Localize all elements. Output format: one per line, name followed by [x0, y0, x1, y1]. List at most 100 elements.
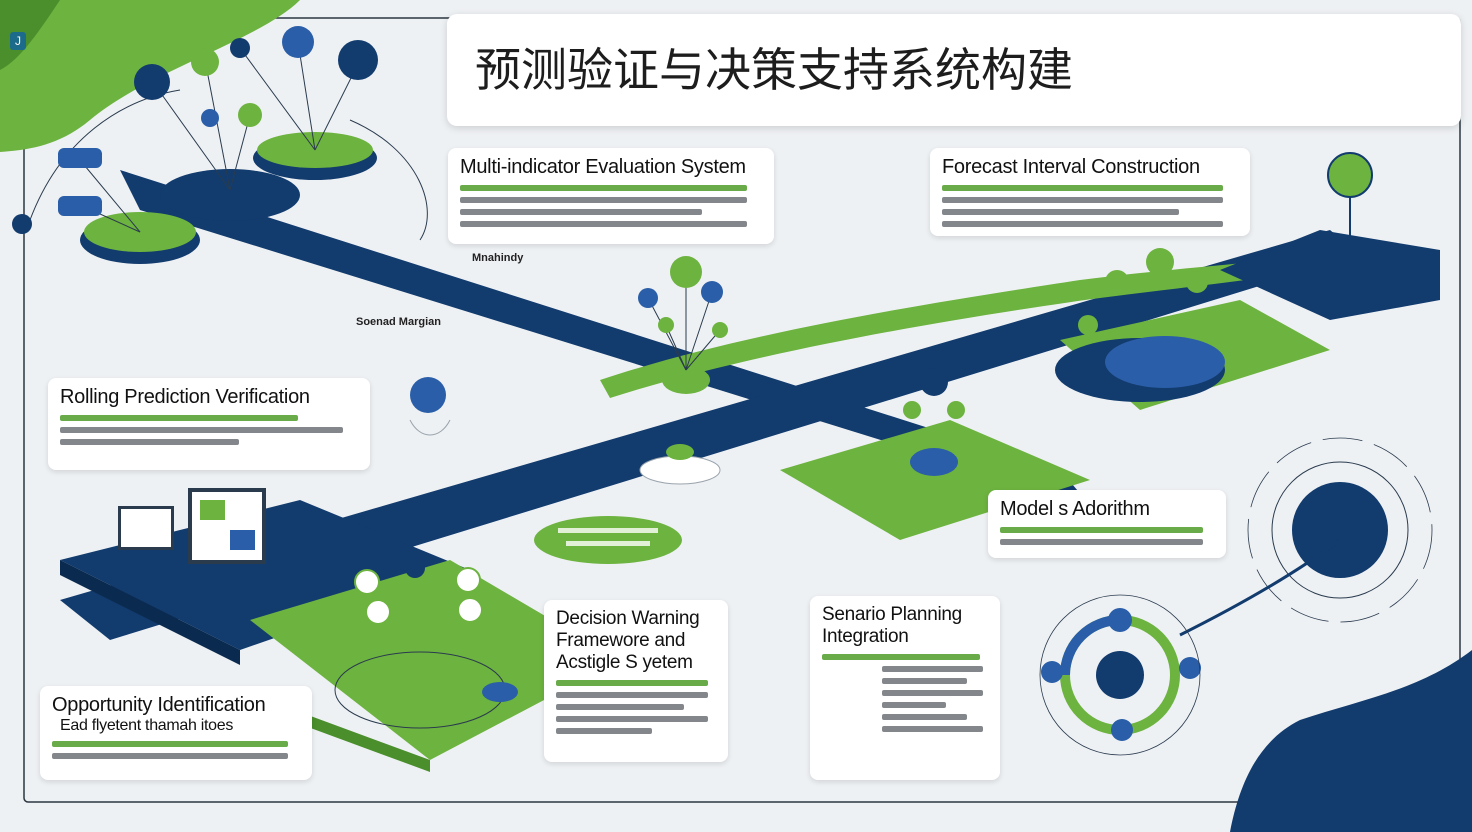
right-node-4	[1078, 315, 1098, 335]
card-line	[882, 713, 967, 720]
node-box-1	[58, 148, 102, 168]
center-right-node	[920, 368, 948, 396]
card-opportunity: Opportunity Identification Ead flyetent …	[40, 686, 312, 780]
tree-blue-marker	[482, 682, 518, 702]
top-right-pin	[1327, 152, 1373, 198]
logo-badge: J	[10, 32, 26, 50]
tree-node-1	[354, 569, 380, 595]
node-blue-1	[282, 26, 314, 58]
target-ring-2	[1247, 437, 1433, 623]
label-mnahindy: Mnahindy	[472, 252, 524, 264]
monitor-small-screen	[121, 509, 171, 547]
main-title-card: 预测验证与决策支持系统构建	[447, 14, 1461, 126]
bulb-node	[410, 377, 446, 413]
green-ribbon	[600, 250, 1365, 398]
card-line	[882, 665, 983, 672]
target-ring-1	[1271, 461, 1409, 599]
card-opportunity-subtitle: Ead flyetent thamah itoes	[60, 717, 234, 734]
cycle-outer-ring	[1039, 594, 1201, 756]
card-decision-warning-title: Decision Warning Framewore and Acstigle …	[556, 608, 700, 673]
card-rolling-prediction: Rolling Prediction Verification	[48, 378, 370, 470]
node-box-2	[58, 196, 102, 216]
card-line	[60, 415, 299, 421]
center-right-node-3	[947, 401, 965, 419]
bulb-hand	[409, 419, 451, 436]
tree-node-5	[457, 597, 483, 623]
node-blue-2	[201, 109, 219, 127]
card-line	[556, 679, 708, 686]
top-right-navy-platform	[1220, 230, 1440, 320]
card-opportunity-title: Opportunity Identification	[52, 694, 266, 716]
left-navy-platform-side	[60, 560, 240, 665]
card-line	[460, 209, 702, 215]
card-line	[60, 427, 344, 433]
node-green-2	[238, 103, 262, 127]
monitor-chart-1	[200, 500, 225, 520]
hub-node-5	[712, 322, 728, 338]
pedestal-top	[666, 444, 694, 460]
center-right-disc	[910, 448, 958, 476]
node-navy-1	[134, 64, 170, 100]
card-line	[882, 701, 946, 708]
page-title: 预测验证与决策支持系统构建	[475, 43, 1073, 97]
left-green-platform	[250, 560, 620, 760]
card-multi-indicator: Multi-indicator Evaluation System	[448, 148, 774, 244]
card-line	[460, 221, 747, 227]
label-scenario-margin: Soenad Margian	[356, 316, 441, 328]
card-line	[942, 185, 1224, 191]
card-line	[52, 741, 288, 748]
card-decision-warning: Decision Warning Framewore and Acstigle …	[544, 600, 728, 762]
node-green-1	[191, 48, 219, 76]
right-node-1	[1105, 270, 1129, 294]
pedestal	[639, 455, 721, 485]
card-forecast-interval: Forecast Interval Construction	[930, 148, 1250, 236]
card-line	[556, 703, 684, 710]
right-node-3	[1186, 271, 1208, 293]
navy-corner-blob	[1230, 650, 1472, 832]
oval-text-2	[566, 541, 650, 546]
card-line	[556, 727, 652, 734]
tree-node-4	[365, 599, 391, 625]
cycle-node-bottom	[1111, 719, 1133, 741]
card-multi-indicator-title: Multi-indicator Evaluation System	[460, 156, 746, 178]
tree-node-3	[455, 567, 481, 593]
navy-target-circle	[1292, 482, 1388, 578]
card-line	[52, 753, 288, 760]
monitor-chart-2	[230, 530, 255, 550]
card-rolling-prediction-title: Rolling Prediction Verification	[60, 386, 310, 408]
card-line	[556, 691, 708, 698]
oval-text-1	[558, 528, 658, 533]
disc-center	[160, 169, 300, 221]
navy-road-diagonal	[120, 170, 1090, 505]
right-node-2	[1146, 248, 1174, 276]
card-line	[1000, 527, 1204, 533]
card-line	[882, 677, 967, 684]
node-navy-edge	[12, 214, 32, 234]
card-line	[942, 221, 1224, 227]
center-hub	[662, 366, 710, 394]
green-oval-label	[534, 516, 682, 564]
node-navy-3	[338, 40, 378, 80]
card-line	[60, 439, 239, 445]
card-line	[942, 209, 1179, 215]
cycle-node-left	[1041, 661, 1063, 683]
hub-node-3	[701, 281, 723, 303]
card-line	[556, 715, 708, 722]
card-scenario-planning: Senario Planning Integration	[810, 596, 1000, 780]
card-line	[1000, 539, 1204, 545]
cycle-node-top	[1108, 608, 1132, 632]
card-line	[822, 653, 980, 660]
card-line	[882, 689, 983, 696]
target-arrow	[1179, 538, 1341, 637]
center-green-platform	[780, 420, 1090, 540]
cycle-node-right	[1179, 657, 1201, 679]
hub-node-4	[658, 317, 674, 333]
node-navy-2	[230, 38, 250, 58]
center-right-node-2	[903, 401, 921, 419]
card-line	[460, 197, 747, 203]
card-line	[942, 197, 1224, 203]
card-forecast-interval-title: Forecast Interval Construction	[942, 156, 1200, 178]
card-line	[460, 185, 747, 191]
card-scenario-body	[882, 665, 988, 732]
